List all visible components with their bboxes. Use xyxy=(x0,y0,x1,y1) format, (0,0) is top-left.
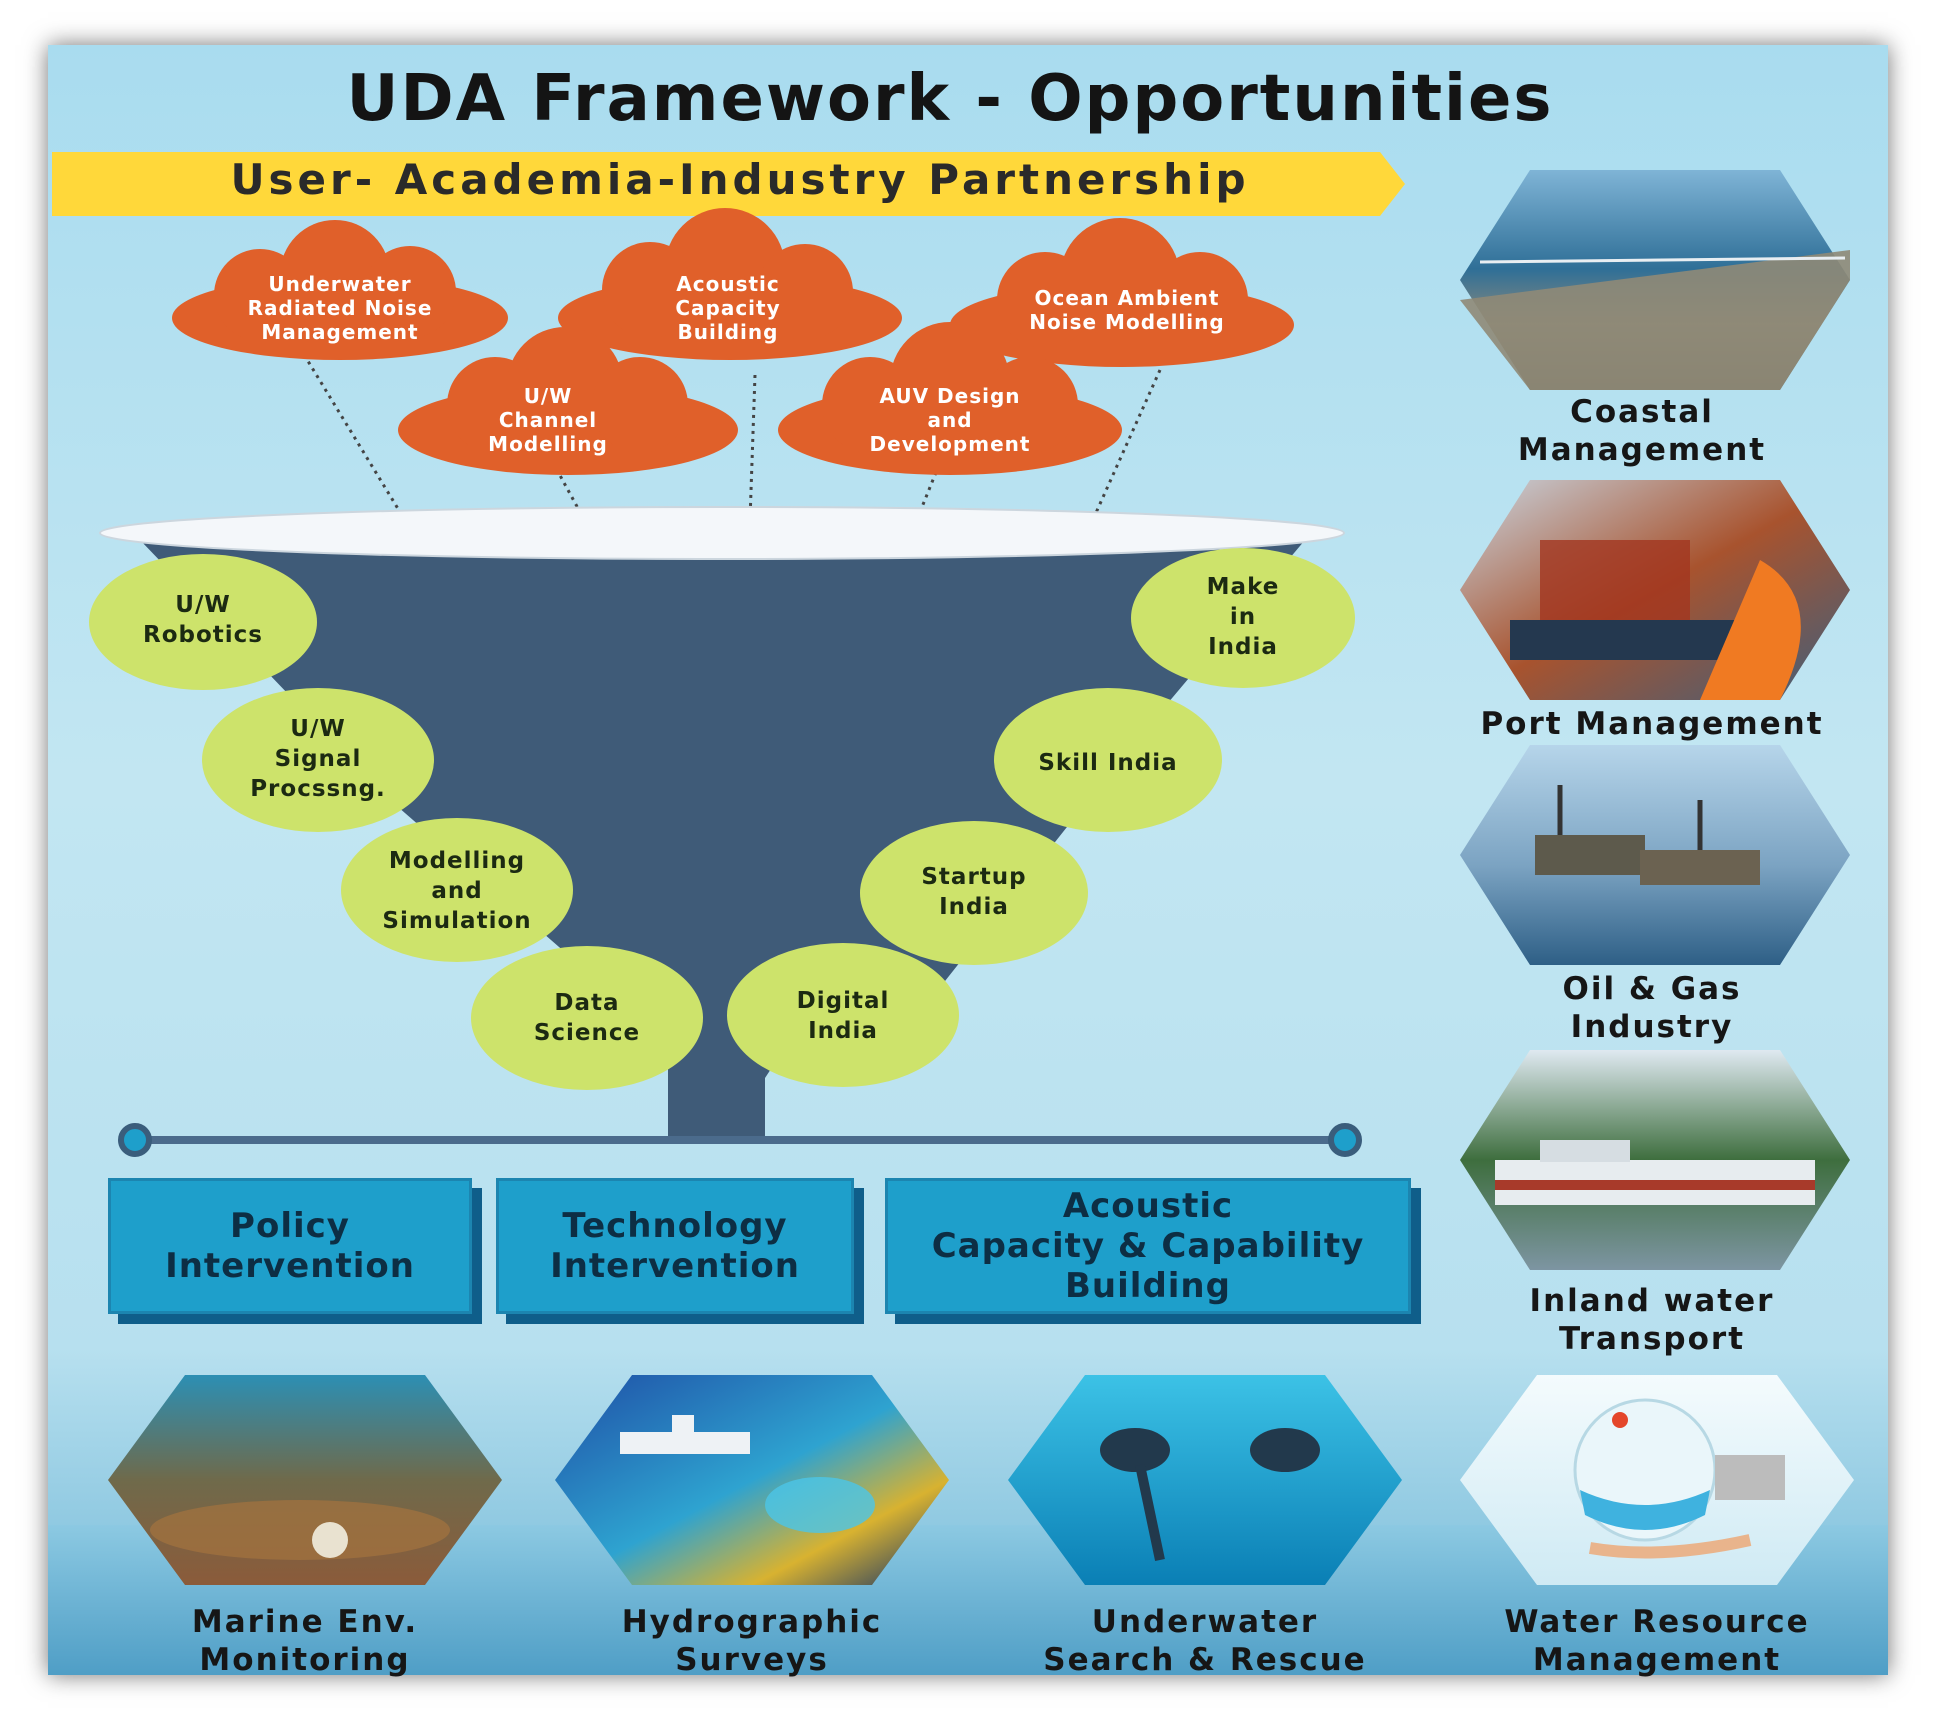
bubble-data-science: Data Science xyxy=(533,990,641,1046)
bubbles-left xyxy=(89,554,703,1090)
connector-end-left xyxy=(118,1123,152,1157)
cloud-shape-3 xyxy=(950,218,1294,367)
inland-hex-image xyxy=(1460,1050,1850,1270)
technology-intervention-box: Technology Intervention xyxy=(496,1178,854,1314)
bubble-uw-robotics: U/W Robotics xyxy=(143,592,263,648)
bubble-signal-processing: U/W Signal Procssng. xyxy=(250,716,386,802)
funnel-spout xyxy=(668,1060,765,1140)
sector-marine-env: Marine Env. Monitoring xyxy=(191,1604,419,1678)
acoustic-capacity-label: Acoustic Capacity & Capability Building xyxy=(931,1186,1365,1306)
marine-hex-image xyxy=(108,1375,502,1585)
sector-inland-water: Inland water Transport xyxy=(1529,1283,1775,1357)
sector-oil-gas: Oil & Gas Industry xyxy=(1562,971,1742,1045)
bubble-digital-india: Digital India xyxy=(796,988,890,1044)
cloud-shape-5 xyxy=(778,322,1122,475)
cloud-urn-management: Underwater Radiated Noise Management xyxy=(247,272,433,344)
policy-intervention-box: Policy Intervention xyxy=(108,1178,472,1314)
hydro-hex-image xyxy=(555,1375,949,1585)
funnel-rim xyxy=(99,506,1345,560)
port-hex-image xyxy=(1460,480,1850,700)
cloud-ambient-noise: Ocean Ambient Noise Modelling xyxy=(1029,286,1225,334)
bubble-skill-india: Skill India xyxy=(1038,750,1178,776)
bubble-modelling-simulation: Modelling and Simulation xyxy=(382,848,532,934)
sector-hydrographic: Hydrographic Surveys xyxy=(621,1604,883,1678)
sector-coastal-management: Coastal Management xyxy=(1517,394,1767,468)
connector-end-right xyxy=(1328,1123,1362,1157)
policy-intervention-label: Policy Intervention xyxy=(165,1206,415,1286)
cloud-auv-design: AUV Design and Development xyxy=(869,384,1031,456)
cloud-channel-modelling: U/W Channel Modelling xyxy=(488,384,608,456)
water-resource-hex-image xyxy=(1460,1375,1854,1585)
diagram-title: UDA Framework - Opportunities xyxy=(346,62,1554,136)
bubbles-right xyxy=(727,548,1355,1087)
bubble-make-in-india: Make in India xyxy=(1206,574,1280,660)
sector-water-resource: Water Resource Management xyxy=(1504,1604,1810,1678)
cloud-shape-1 xyxy=(172,220,508,360)
sector-port-management: Port Management xyxy=(1480,706,1824,742)
sector-search-rescue: Underwater Search & Rescue xyxy=(1043,1604,1367,1678)
funnel-body xyxy=(140,540,1305,1078)
cloud-acoustic-capacity: Acoustic Capacity Building xyxy=(675,272,781,344)
bubble-startup-india: Startup India xyxy=(921,864,1027,920)
coastal-hex-image xyxy=(1460,170,1850,390)
cloud-connectors xyxy=(298,347,1162,521)
cloud-shape-2 xyxy=(558,208,902,360)
banner-arrow xyxy=(52,152,1405,216)
partnership-banner: User- Academia-Industry Partnership xyxy=(230,155,1250,204)
acoustic-capacity-box: Acoustic Capacity & Capability Building xyxy=(885,1178,1411,1314)
technology-intervention-label: Technology Intervention xyxy=(550,1206,800,1286)
oilgas-hex-image xyxy=(1460,745,1850,965)
cloud-shape-4 xyxy=(398,327,738,475)
search-rescue-hex-image xyxy=(1008,1375,1402,1585)
